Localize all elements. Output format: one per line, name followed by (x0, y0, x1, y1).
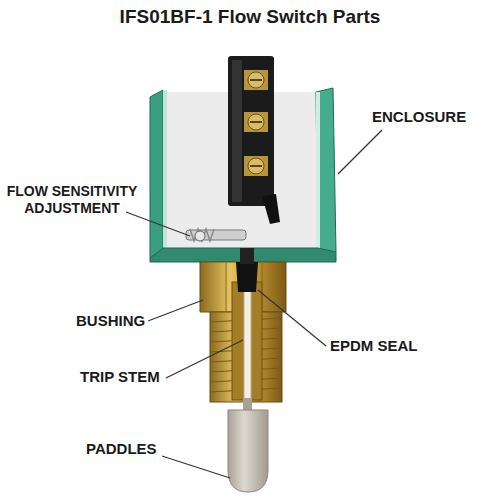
part-label: PADDLES (86, 440, 157, 458)
sensitivity-adjustment (186, 229, 246, 241)
terminal-screws (244, 70, 268, 176)
leader-lines (126, 130, 382, 478)
part-label: FLOW SENSITIVITY ADJUSTMENT (6, 183, 138, 217)
microswitch-side (232, 60, 242, 202)
hex-edge (226, 262, 227, 312)
enclosure-edge (163, 90, 167, 248)
paddle-clip (243, 398, 252, 410)
epdm-seal (236, 262, 258, 292)
trip-stem (244, 284, 251, 400)
part-label: ENCLOSURE (372, 108, 466, 126)
microswitch (228, 56, 274, 206)
enclosure-wall (316, 88, 336, 256)
part-label: TRIP STEM (80, 368, 160, 386)
enclosure-edge (316, 92, 320, 254)
stem-channel (232, 282, 262, 400)
seal-top (240, 248, 254, 264)
enclosure-wall (150, 90, 163, 258)
paddle (228, 410, 268, 492)
part-label: BUSHING (76, 312, 145, 330)
switch-lever (262, 194, 280, 224)
diagram-title: IFS01BF-1 Flow Switch Parts (0, 6, 500, 29)
part-label: EPDM SEAL (330, 337, 418, 355)
